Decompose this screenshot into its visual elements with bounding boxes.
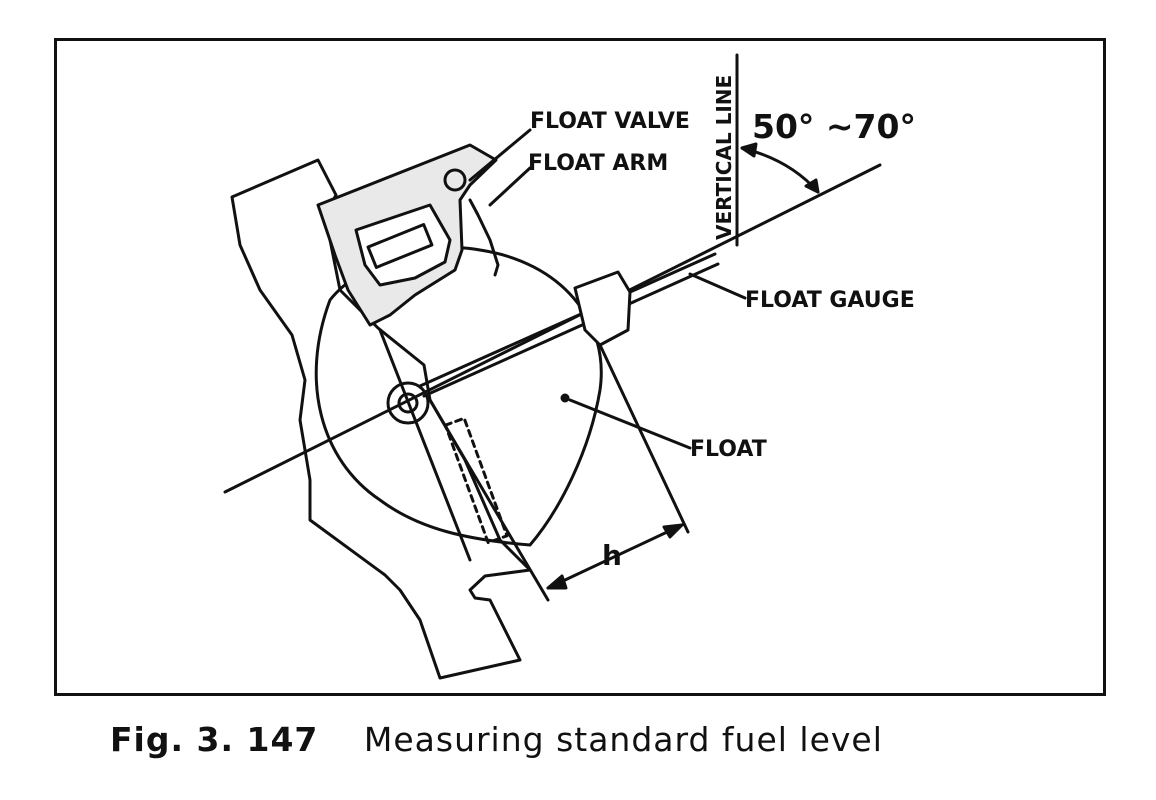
float-gauge-label: FLOAT GAUGE bbox=[745, 288, 915, 313]
h-extension-right bbox=[598, 343, 690, 534]
float-arm bbox=[468, 198, 500, 277]
float-arm-pivot bbox=[443, 168, 467, 192]
float-gauge-rod-upper bbox=[418, 252, 717, 388]
float-valve-label: FLOAT VALVE bbox=[530, 109, 690, 134]
figure-number: Fig. 3. 147 bbox=[110, 720, 319, 759]
float-gauge-leader bbox=[688, 272, 747, 300]
float-leader bbox=[568, 398, 692, 450]
float-center-mark bbox=[560, 393, 570, 403]
inner-wall bbox=[378, 328, 472, 562]
figure-caption: Fig. 3. 147 Measuring standard fuel leve… bbox=[110, 720, 883, 759]
h-dimension-line bbox=[546, 523, 684, 590]
h-label: h bbox=[602, 539, 622, 572]
h-arrow-right bbox=[662, 523, 684, 539]
float-valve-leader bbox=[468, 128, 532, 182]
figure-frame bbox=[54, 38, 1106, 696]
float-gauge-rod-lower bbox=[422, 262, 720, 398]
angle-label: 50° ~70° bbox=[752, 107, 916, 146]
float-label: FLOAT bbox=[690, 437, 767, 462]
pivot-ring-inner bbox=[397, 392, 419, 414]
figure-title: Measuring standard fuel level bbox=[363, 720, 883, 759]
h-extension-left bbox=[428, 398, 550, 602]
needle bbox=[366, 223, 434, 269]
angle-arrow-bottom bbox=[804, 178, 820, 194]
pivot-ring-outer bbox=[386, 381, 430, 425]
vertical-line-label: VERTICAL LINE bbox=[712, 75, 736, 240]
h-arrow-left bbox=[546, 574, 568, 590]
gauge-nut bbox=[573, 270, 632, 347]
float-bowl bbox=[314, 246, 603, 547]
angle-arrow-top bbox=[740, 142, 758, 158]
float-arm-label: FLOAT ARM bbox=[528, 151, 668, 176]
reference-line bbox=[223, 163, 882, 494]
level-marker bbox=[443, 416, 509, 545]
float-arm-leader bbox=[488, 166, 532, 207]
